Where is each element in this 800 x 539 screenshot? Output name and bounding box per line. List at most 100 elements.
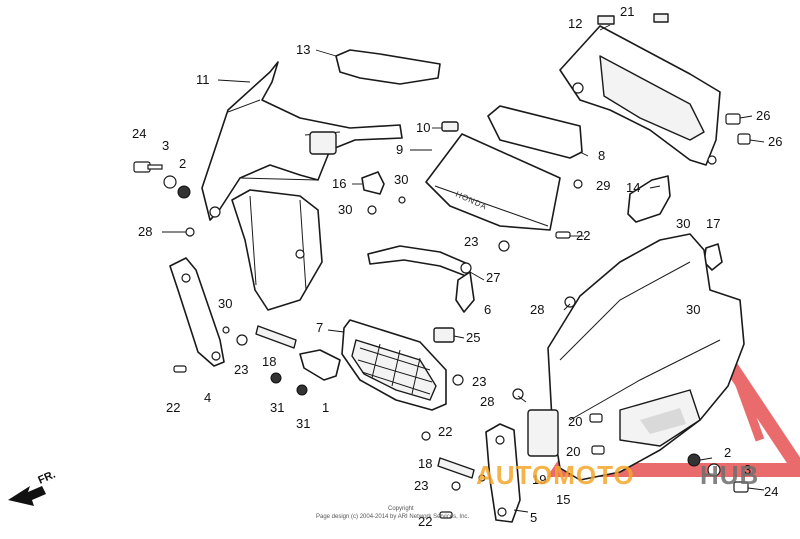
watermark-text: AUTOMOTO HUB bbox=[476, 460, 759, 490]
part-arch-stay bbox=[367, 245, 469, 277]
part-bolt-28c bbox=[512, 388, 524, 400]
part-hardware-left bbox=[133, 161, 191, 199]
callout-31-right: 31 bbox=[296, 416, 310, 431]
callout-24-right: 24 bbox=[764, 484, 778, 499]
callout-21: 21 bbox=[620, 4, 634, 19]
callout-7: 7 bbox=[316, 320, 323, 335]
callout-16: 16 bbox=[332, 176, 346, 191]
part-inner-panel-19 bbox=[527, 409, 559, 457]
callout-5: 5 bbox=[530, 510, 537, 525]
part-screw-22d bbox=[439, 511, 453, 519]
part-left-inner-cowl bbox=[201, 61, 403, 311]
part-bolts-26 bbox=[725, 113, 751, 145]
part-center-panel: HONDA bbox=[425, 133, 561, 231]
callout-10: 10 bbox=[416, 120, 430, 135]
callout-22-bottom: 22 bbox=[418, 514, 432, 529]
callout-23-center: 23 bbox=[464, 234, 478, 249]
callout-18-lower: 18 bbox=[418, 456, 432, 471]
part-clip-25 bbox=[433, 327, 455, 343]
part-bolt-23c bbox=[236, 334, 248, 346]
part-bolt-23b bbox=[452, 374, 464, 386]
part-screw-30c bbox=[222, 326, 230, 334]
callout-27: 27 bbox=[486, 270, 500, 285]
copyright-notice: Copyright Page design (c) 2004-2014 by A… bbox=[316, 506, 469, 520]
callout-22-center: 22 bbox=[576, 228, 590, 243]
callout-labels: 1 2 2 3 3 4 5 6 7 8 9 10 11 12 13 14 15 … bbox=[132, 4, 782, 529]
copyright-line-2: Page design (c) 2004-2014 by ARI Network… bbox=[316, 514, 469, 520]
callout-26-lower: 26 bbox=[768, 134, 782, 149]
leader-lines bbox=[162, 24, 765, 513]
callout-3-right: 3 bbox=[744, 462, 751, 477]
callout-9: 9 bbox=[396, 142, 403, 157]
callout-23-lower: 23 bbox=[414, 478, 428, 493]
part-nut-31a bbox=[270, 372, 282, 384]
part-screw-30a bbox=[367, 205, 377, 215]
watermark-text-part2: HUB bbox=[700, 460, 759, 490]
part-bracket-1 bbox=[299, 349, 341, 381]
part-bolt-23d bbox=[451, 481, 461, 491]
callout-13: 13 bbox=[296, 42, 310, 57]
part-upper-trim bbox=[335, 49, 441, 85]
callout-28-center: 28 bbox=[530, 302, 544, 317]
part-stay-6 bbox=[455, 271, 475, 313]
callout-20-lower: 20 bbox=[566, 444, 580, 459]
part-stay-18a bbox=[255, 325, 297, 349]
callout-12: 12 bbox=[568, 16, 582, 31]
callout-23-left: 23 bbox=[234, 362, 248, 377]
part-clip-16 bbox=[361, 171, 385, 195]
part-bolt-27 bbox=[460, 262, 472, 274]
callout-11: 11 bbox=[196, 72, 210, 87]
callout-30-right-upper: 30 bbox=[676, 216, 690, 231]
part-nut-2b bbox=[687, 453, 701, 467]
callout-30-left: 30 bbox=[218, 296, 232, 311]
callout-31-left: 31 bbox=[270, 400, 284, 415]
part-screw-29 bbox=[573, 179, 583, 189]
part-stay-18b bbox=[437, 457, 475, 479]
part-screw-22b bbox=[173, 365, 187, 373]
callout-30-mid: 30 bbox=[338, 202, 352, 217]
callout-26-upper: 26 bbox=[756, 108, 770, 123]
callout-22-left: 22 bbox=[166, 400, 180, 415]
part-screw-22a bbox=[555, 231, 571, 239]
part-upper-meter-panel bbox=[559, 25, 721, 166]
front-direction-label: FR. bbox=[36, 469, 57, 487]
callout-28-left: 28 bbox=[138, 224, 152, 239]
callout-30-upper: 30 bbox=[394, 172, 408, 187]
callout-25: 25 bbox=[466, 330, 480, 345]
callout-22-lower: 22 bbox=[438, 424, 452, 439]
callout-2-left: 2 bbox=[179, 156, 186, 171]
front-arrow-icon bbox=[8, 486, 46, 506]
callout-3-left: 3 bbox=[162, 138, 169, 153]
front-direction-indicator: FR. bbox=[8, 469, 57, 506]
callout-1: 1 bbox=[322, 400, 329, 415]
part-nut-31b bbox=[296, 384, 308, 396]
callout-18-left: 18 bbox=[262, 354, 276, 369]
part-screw-30f bbox=[478, 474, 486, 482]
copyright-line-1: Copyright bbox=[388, 506, 414, 512]
callout-2-right: 2 bbox=[724, 445, 731, 460]
part-grille bbox=[341, 319, 447, 411]
callout-15: 15 bbox=[556, 492, 570, 507]
part-main-right-cowl bbox=[527, 233, 745, 481]
callout-24-left: 24 bbox=[132, 126, 146, 141]
part-screw-24b bbox=[733, 481, 749, 493]
part-lower-bracket bbox=[485, 423, 521, 523]
callout-17: 17 bbox=[706, 216, 720, 231]
part-small-cover bbox=[627, 175, 671, 223]
callout-30-right-lower: 30 bbox=[686, 302, 700, 317]
part-washer-3b bbox=[707, 463, 721, 477]
part-side-bracket bbox=[169, 257, 225, 367]
callout-29: 29 bbox=[596, 178, 610, 193]
part-bolt-28a bbox=[185, 227, 195, 237]
callout-6: 6 bbox=[484, 302, 491, 317]
part-meter-visor bbox=[487, 105, 583, 159]
callout-14: 14 bbox=[626, 180, 640, 195]
part-label bbox=[653, 13, 669, 23]
part-screw-30b bbox=[398, 196, 406, 204]
callout-8: 8 bbox=[598, 148, 605, 163]
part-bolt-22c bbox=[421, 431, 431, 441]
part-bolt-28b bbox=[564, 296, 576, 308]
part-label-2 bbox=[597, 15, 615, 25]
callout-23-grille: 23 bbox=[472, 374, 486, 389]
